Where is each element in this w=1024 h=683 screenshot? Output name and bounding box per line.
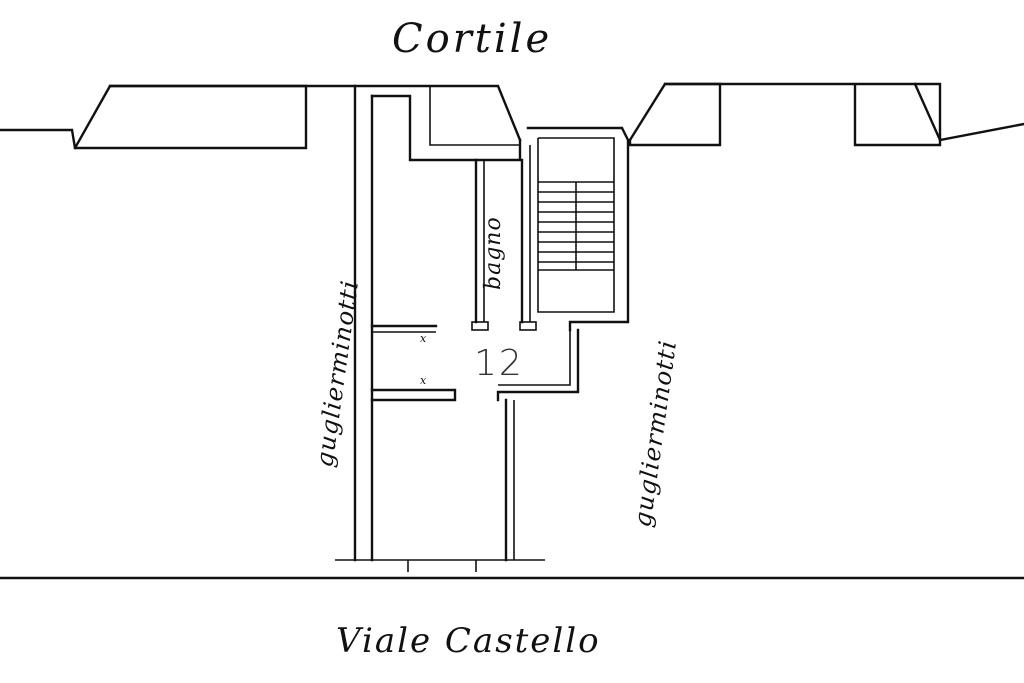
stair-steps xyxy=(538,181,614,271)
stair-inner xyxy=(537,137,615,313)
hall-right-wall xyxy=(496,328,580,402)
courtyard-outline-left xyxy=(0,84,308,150)
label-right-neighbor: guglierminotti xyxy=(628,338,682,529)
courtyard-outline-right-c xyxy=(913,82,1024,142)
upper-room-inner xyxy=(429,86,520,146)
door-mark-upper: x xyxy=(420,332,427,345)
door-mark-lower: x xyxy=(420,374,427,387)
label-unit-number: 12 xyxy=(474,343,524,384)
stair-outer xyxy=(526,126,630,332)
label-viale-castello: Viale Castello xyxy=(336,621,601,661)
label-cortile: Cortile xyxy=(392,16,552,62)
courtyard-outline-right xyxy=(628,82,942,147)
label-bagno: bagno xyxy=(481,216,506,290)
partition-lower xyxy=(370,388,457,402)
upper-room-wall xyxy=(370,94,522,162)
bath-door-jamb-left xyxy=(471,321,489,331)
courtyard-wall-left xyxy=(108,84,522,142)
courtyard-outline-right-b xyxy=(628,82,722,147)
bath-door-jamb-right xyxy=(519,321,537,331)
hall-right-inner xyxy=(498,330,571,386)
